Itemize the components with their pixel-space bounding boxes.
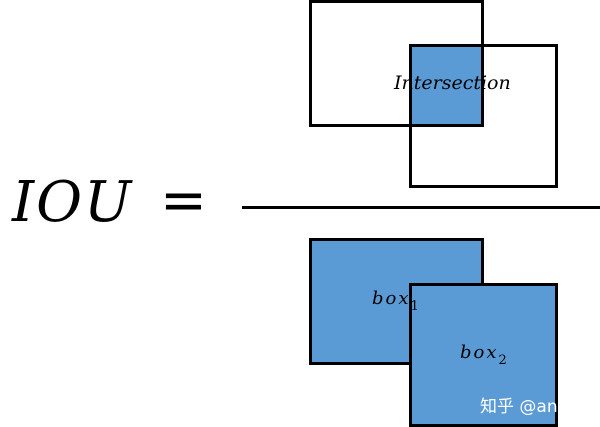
box1-text: box: [372, 288, 411, 309]
numerator-box-1: [309, 0, 484, 127]
box1-subscript: 1: [410, 299, 421, 314]
box2-subscript: 2: [498, 353, 509, 368]
equals-sign: =: [160, 168, 207, 233]
box2-text: box: [460, 342, 499, 363]
box1-label: box1: [372, 288, 421, 314]
watermark: 知乎 @anmc: [480, 397, 584, 417]
box2: [409, 283, 558, 427]
fraction-bar: [242, 206, 600, 209]
intersection-region: [409, 44, 483, 125]
iou-label: IOU: [12, 170, 134, 235]
numerator-box-2: [409, 44, 558, 188]
intersection-label: Intersection: [394, 72, 511, 94]
box2-label: box2: [460, 342, 509, 368]
